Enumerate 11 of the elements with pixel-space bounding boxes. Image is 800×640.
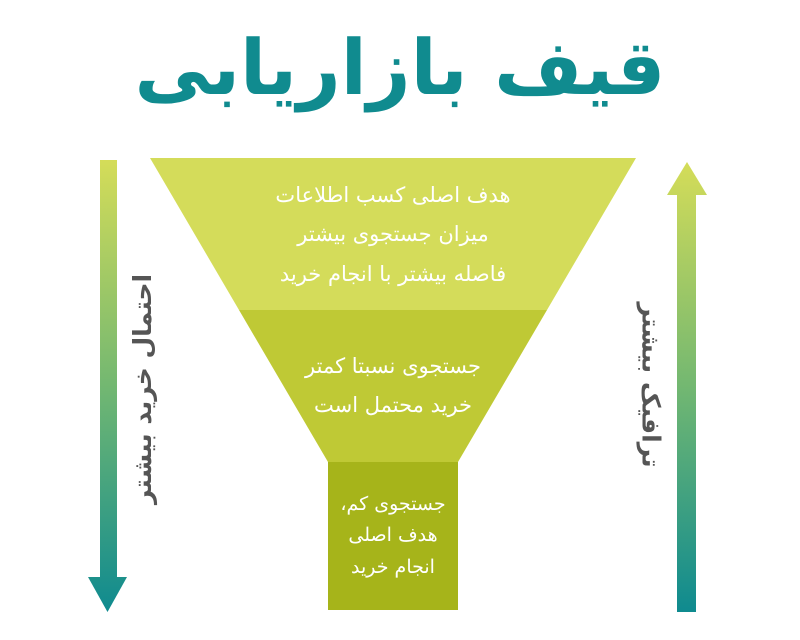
arrow-label: ترافیک بیشتر — [635, 302, 666, 468]
title: قیف بازاریابی — [134, 22, 666, 114]
funnel-middle-section — [239, 310, 547, 462]
funnel-text: جستجوی کم، هدف اصلی انجام خرید — [339, 492, 447, 580]
funnel-stem-section — [328, 462, 458, 610]
funnel-text: میزان جستجوی بیشتر — [297, 221, 489, 248]
funnel-text: جستجوی نسبتا کمتر — [305, 352, 481, 380]
arrow-label: احتمال خرید بیشتر — [128, 274, 158, 504]
funnel-text: خرید محتمل است — [314, 392, 472, 420]
funnel-text: فاصله بیشتر با انجام خرید — [280, 260, 506, 288]
funnel-text: هدف اصلی کسب اطلاعات — [275, 182, 511, 210]
